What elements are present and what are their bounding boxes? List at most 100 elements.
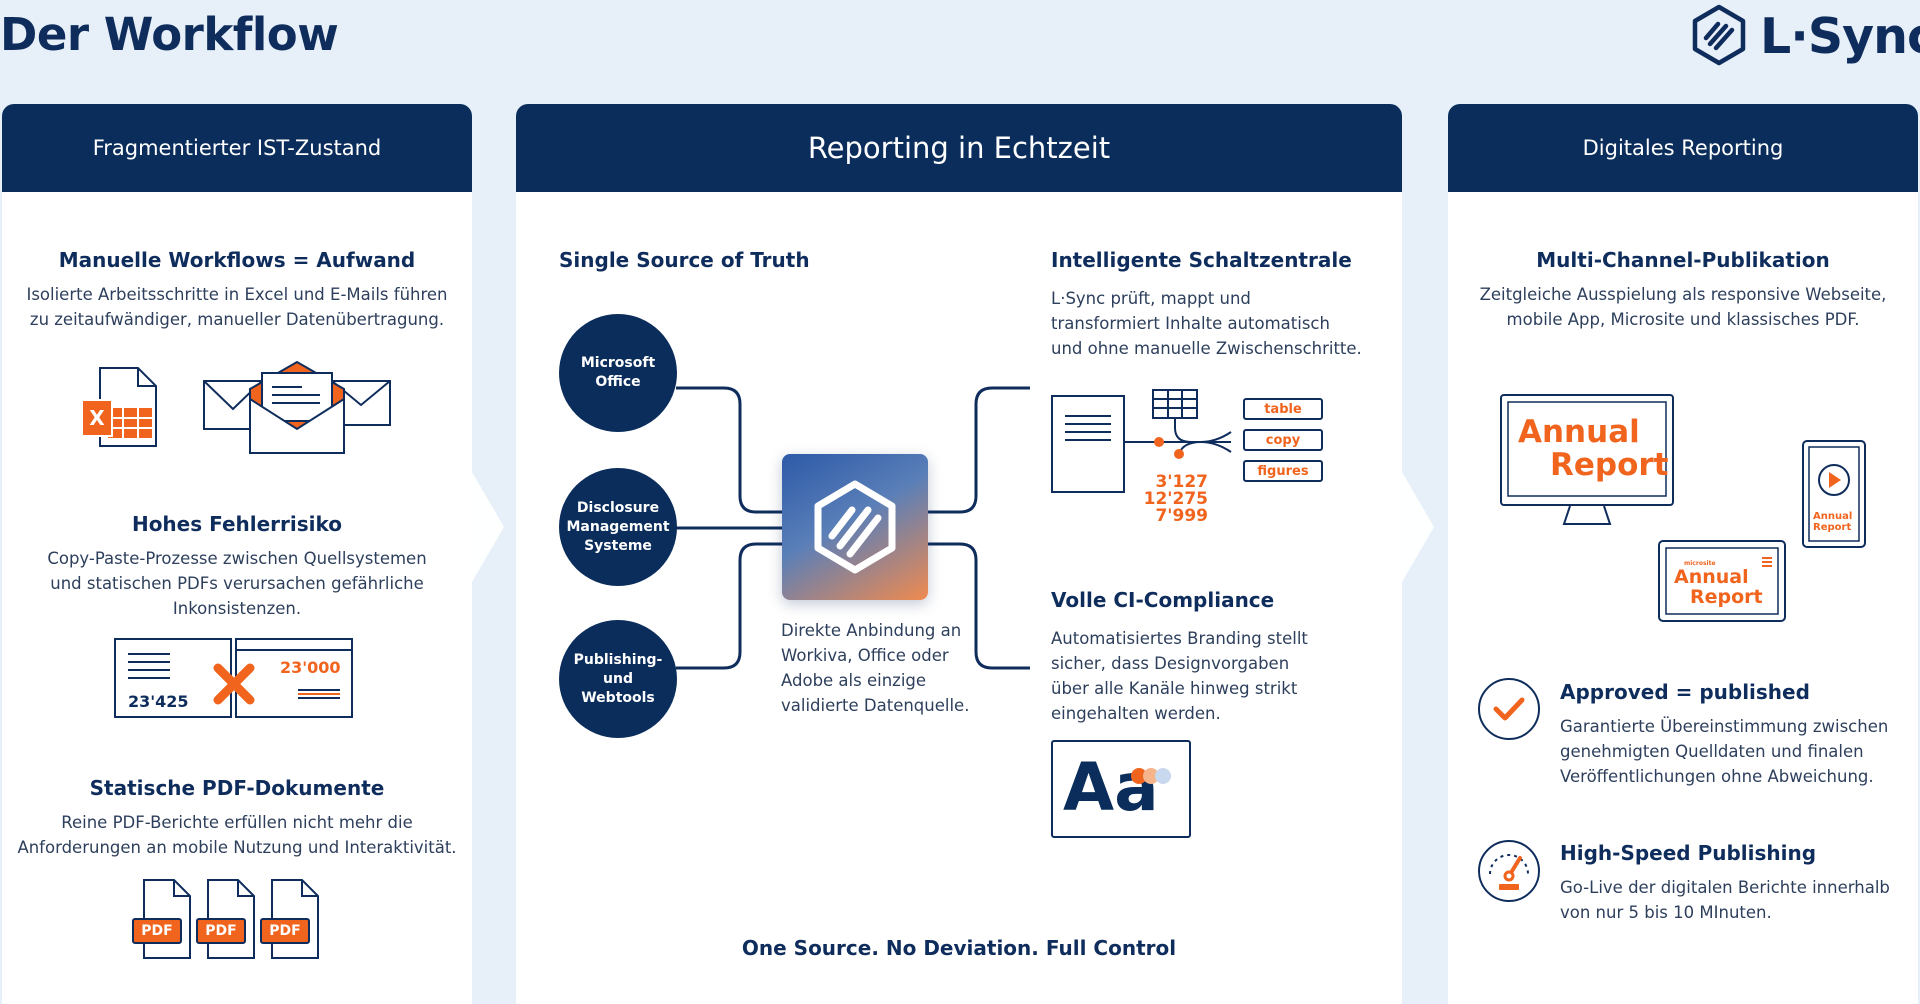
source-line: Publishing- bbox=[573, 651, 663, 668]
flow-arrow-right bbox=[1402, 472, 1434, 582]
source-line: Microsoft bbox=[580, 355, 656, 371]
center-panel: Reporting in Echtzeit Single Source of T… bbox=[516, 104, 1402, 1004]
text-line: Zeitgleiche Ausspielung als responsive W… bbox=[1479, 285, 1887, 304]
flow-arrow-left bbox=[472, 472, 504, 582]
report-line: Annual bbox=[1674, 566, 1749, 588]
mapping-graphic bbox=[1051, 389, 1232, 493]
tablet-icon bbox=[1658, 540, 1786, 622]
connection-lines bbox=[676, 386, 1030, 670]
source-line: Office bbox=[595, 374, 641, 390]
monitor-icon bbox=[1500, 394, 1674, 525]
text-line: und ohne manuelle Zwischenschritte. bbox=[1051, 339, 1362, 358]
text-line: Direkte Anbindung an bbox=[781, 621, 962, 640]
speed-title: High-Speed Publishing bbox=[1560, 841, 1817, 865]
error-value-right: 23'000 bbox=[280, 658, 341, 677]
control-title: Intelligente Schaltzentrale bbox=[1051, 248, 1352, 272]
page-title: Der Workflow bbox=[0, 8, 339, 61]
text-line: Isolierte Arbeitsschritte in Excel und E… bbox=[26, 285, 448, 304]
text-line: Anforderungen an mobile Nutzung und Inte… bbox=[17, 838, 457, 857]
color-dot-blue bbox=[1155, 768, 1171, 784]
text-line: zu zeitaufwändiger, manueller Datenübert… bbox=[29, 310, 445, 329]
report-line: Annual bbox=[1813, 511, 1853, 522]
text-line: validierte Datenquelle. bbox=[781, 696, 970, 715]
text-line: Reine PDF-Berichte erfüllen nicht mehr d… bbox=[61, 813, 413, 832]
phone-device: Annual Report bbox=[1802, 440, 1868, 550]
tablet-microsite-label: microsite bbox=[1684, 560, 1716, 567]
sources-title: Single Source of Truth bbox=[559, 248, 810, 272]
speedometer-icon bbox=[1478, 840, 1540, 902]
document-icon bbox=[114, 638, 353, 718]
right-panel: Digitales Reporting Multi-Channel-Publik… bbox=[1448, 104, 1918, 1004]
report-line: Report bbox=[1690, 585, 1763, 608]
envelope-icon bbox=[203, 360, 391, 454]
number-line: 3'127 bbox=[1155, 472, 1208, 492]
section-text-pdf: Reine PDF-Berichte erfüllen nicht mehr d… bbox=[2, 810, 472, 860]
text-line: transformiert Inhalte automatisch bbox=[1051, 314, 1330, 333]
tag-figures: figures bbox=[1243, 460, 1323, 482]
text-line: Go-Live der digitalen Berichte innerhalb bbox=[1560, 878, 1890, 897]
error-documents: 23'425 23'000 bbox=[114, 638, 358, 720]
section-title-risk: Hohes Fehlerrisiko bbox=[131, 512, 343, 536]
approved-text: Garantierte Übereinstimmung zwischen gen… bbox=[1560, 714, 1888, 789]
text-line: Copy-Paste-Prozesse zwischen Quellsystem… bbox=[47, 549, 427, 568]
lsync-logo-icon bbox=[1692, 4, 1746, 66]
source-line: Management bbox=[566, 518, 670, 535]
text-line: Adobe als einzige bbox=[781, 671, 927, 690]
report-line: Annual bbox=[1518, 414, 1640, 450]
monitor-annual-report: Annual Report bbox=[1518, 416, 1669, 481]
compliance-text: Automatisiertes Branding stellt sicher, … bbox=[1051, 626, 1308, 726]
source-line: und bbox=[603, 670, 633, 687]
text-line: Automatisiertes Branding stellt bbox=[1051, 629, 1308, 648]
source-line: Webtools bbox=[581, 689, 655, 706]
text-line: über alle Kanäle hinweg strikt bbox=[1051, 679, 1298, 698]
report-line: Report bbox=[1550, 446, 1669, 483]
text-line: Garantierte Übereinstimmung zwischen bbox=[1560, 717, 1889, 736]
tablet-device: microsite Annual Report bbox=[1658, 540, 1788, 624]
multichannel-title: Multi-Channel-Publikation bbox=[1536, 248, 1830, 272]
font-sample: Aa bbox=[1063, 749, 1159, 826]
table-grid-icon bbox=[1152, 389, 1198, 419]
number-line: 12'275 bbox=[1143, 489, 1208, 509]
tag-table: table bbox=[1243, 398, 1323, 420]
speed-text: Go-Live der digitalen Berichte innerhalb… bbox=[1560, 875, 1890, 925]
multichannel-text: Zeitgleiche Ausspielung als responsive W… bbox=[1448, 282, 1918, 332]
excel-letter: X bbox=[89, 406, 105, 430]
monitor-device: Annual Report bbox=[1500, 394, 1676, 534]
pdf-badge: PDF bbox=[196, 918, 246, 944]
text-line: Inkonsistenzen. bbox=[172, 599, 302, 618]
hub-logo-icon bbox=[814, 480, 896, 574]
source-line: Systeme bbox=[584, 537, 652, 554]
pdf-badge: PDF bbox=[132, 918, 182, 944]
phone-annual-report: Annual Report bbox=[1813, 511, 1853, 533]
phone-icon bbox=[1802, 440, 1866, 548]
left-panel: Fragmentierter IST-Zustand Manuelle Work… bbox=[2, 104, 472, 1004]
section-title-pdf: Statische PDF-Dokumente bbox=[89, 776, 385, 800]
right-panel-header: Digitales Reporting bbox=[1448, 104, 1918, 192]
text-line: mobile App, Microsite und klassisches PD… bbox=[1506, 310, 1860, 329]
check-circle-icon bbox=[1478, 678, 1540, 740]
logo-text: L·Sync bbox=[1760, 8, 1920, 65]
mapped-numbers: 3'127 12'275 7'999 bbox=[1136, 474, 1208, 525]
approved-title: Approved = published bbox=[1560, 680, 1810, 704]
report-line: Report bbox=[1813, 521, 1852, 533]
tablet-annual-report: Annual Report bbox=[1674, 566, 1763, 608]
tag-copy: copy bbox=[1243, 429, 1323, 451]
source-line: Disclosure bbox=[576, 499, 660, 516]
error-value-left: 23'425 bbox=[128, 692, 189, 711]
hub-description: Direkte Anbindung an Workiva, Office ode… bbox=[781, 618, 969, 718]
left-panel-header: Fragmentierter IST-Zustand bbox=[2, 104, 472, 192]
play-icon bbox=[1818, 464, 1850, 496]
pdf-badge: PDF bbox=[260, 918, 310, 944]
text-line: und statischen PDFs verursachen gefährli… bbox=[50, 574, 424, 593]
section-text-risk: Copy-Paste-Prozesse zwischen Quellsystem… bbox=[2, 546, 472, 621]
text-line: Workiva, Office oder bbox=[781, 646, 949, 665]
control-text: L·Sync prüft, mappt und transformiert In… bbox=[1051, 286, 1362, 361]
text-line: genehmigten Quelldaten und finalen bbox=[1560, 742, 1864, 761]
text-line: Veröffentlichungen ohne Abweichung. bbox=[1560, 767, 1874, 786]
text-line: L·Sync prüft, mappt und bbox=[1051, 289, 1251, 308]
brand-logo: L·Sync bbox=[1688, 4, 1920, 66]
section-title-manual: Manuelle Workflows = Aufwand bbox=[58, 248, 416, 272]
